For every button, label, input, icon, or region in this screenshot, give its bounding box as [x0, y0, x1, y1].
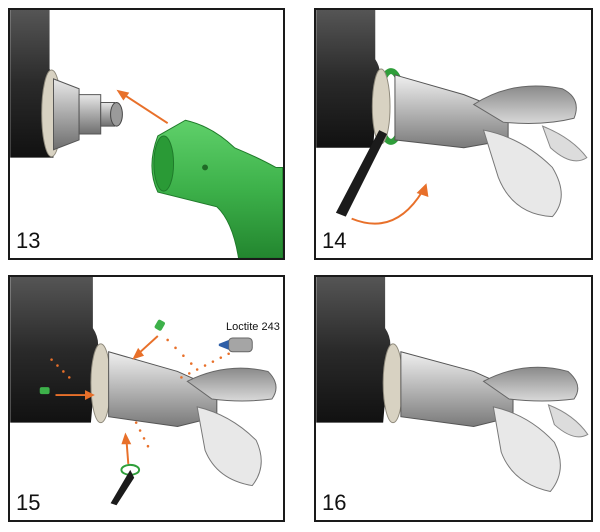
step-13-illustration	[10, 10, 283, 258]
gear-housing-nose	[53, 78, 80, 151]
shaft-collar	[78, 94, 102, 135]
propeller-blade-lower	[196, 406, 262, 487]
green-tool-opening	[153, 135, 175, 192]
step-number: 14	[322, 228, 347, 253]
propeller-blade-upper	[186, 367, 277, 402]
arrow-left-head	[85, 390, 95, 400]
step-number: 13	[16, 228, 41, 253]
green-screw-top	[154, 319, 165, 331]
step-number: 16	[322, 490, 347, 515]
step-number: 15	[16, 490, 41, 515]
propeller-blade-lower	[482, 129, 562, 218]
anode-ring	[382, 343, 404, 424]
arrow-head	[116, 89, 130, 101]
propeller-blade-right	[547, 404, 589, 438]
green-screw-left	[39, 387, 50, 395]
propeller-blade-upper	[472, 85, 577, 124]
step-14-panel: 14	[314, 8, 593, 260]
rotation-arrow	[351, 190, 424, 225]
propeller-blade-upper	[482, 366, 579, 402]
loctite-callout: Loctite 243	[226, 321, 280, 333]
step-16-panel: 16	[314, 275, 593, 522]
direction-arrow	[121, 92, 169, 124]
step-15-panel: Loctite 243 15	[8, 275, 285, 522]
arrow-head	[416, 183, 429, 197]
anode-ring	[90, 343, 112, 424]
leg-housing	[10, 277, 99, 423]
propeller-blade-right	[541, 125, 588, 162]
step-15-illustration	[10, 277, 277, 506]
loctite-tube	[218, 337, 253, 353]
guide-dots	[50, 338, 238, 448]
wrench-handle	[335, 130, 388, 217]
hex-key-tool	[110, 463, 141, 506]
step-13-panel: 13	[8, 8, 285, 260]
green-tool-hole	[202, 164, 209, 171]
leg-housing	[316, 10, 380, 148]
shaft-nut	[110, 102, 123, 127]
arrow-top-head	[132, 347, 145, 360]
step-14-illustration	[316, 10, 588, 225]
propeller-blade-lower	[492, 406, 561, 493]
step-16-illustration	[316, 277, 589, 493]
green-tool	[151, 119, 283, 258]
arrow-bottom-head	[121, 432, 132, 445]
leg-housing	[316, 277, 391, 423]
